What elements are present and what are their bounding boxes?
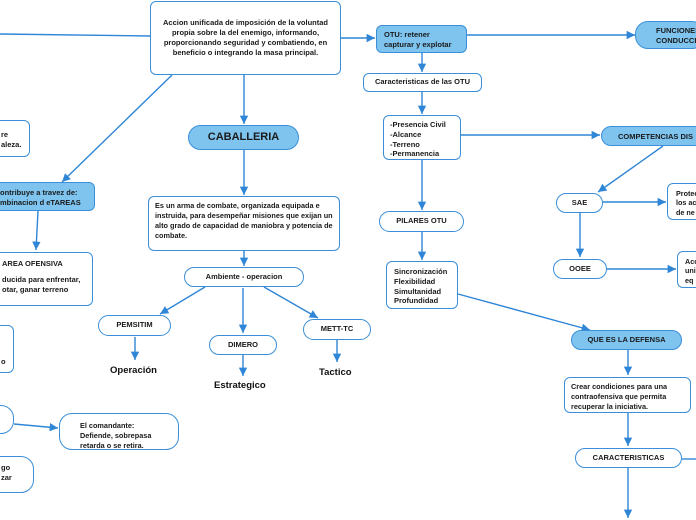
node-crear[interactable]: Crear condiciones para una contraofensiv… <box>564 377 691 413</box>
label-tactico: Tactico <box>319 367 352 378</box>
tarea-title: AREA OFENSIVA <box>2 259 63 268</box>
node-mett[interactable]: METT-TC <box>303 319 371 340</box>
tarea-description: ducida para enfrentar, otar, ganar terre… <box>2 275 81 295</box>
node-left-mid[interactable]: o <box>0 325 14 373</box>
label-estrategico: Estrategico <box>214 380 266 391</box>
node-presencia[interactable]: -Presencia Civil -Alcance -Terreno -Perm… <box>383 115 461 160</box>
node-funciones[interactable]: FUNCIONES CONDUCCI <box>635 21 696 49</box>
edge-left-root <box>0 33 151 37</box>
edge-ambiente-mett <box>263 286 319 319</box>
node-ooee[interactable]: OOEE <box>553 259 607 279</box>
node-left-low[interactable]: go zar <box>0 456 34 493</box>
node-ambiente[interactable]: Ambiente - operacion <box>184 267 304 287</box>
node-defensa[interactable]: QUE ES LA DEFENSA <box>571 330 682 350</box>
node-competencias[interactable]: COMPETENCIAS DIS <box>601 126 696 146</box>
node-contribuye[interactable]: ontribuye a travez de: mbinacion d eTARE… <box>0 182 95 211</box>
node-acc[interactable]: Acc uni eq <box>677 251 696 288</box>
label-operacion: Operación <box>110 365 157 376</box>
node-left-top[interactable]: re aleza. <box>0 120 30 157</box>
edge-competencias-sae <box>597 145 664 193</box>
node-pemsitim[interactable]: PEMSITIM <box>98 315 171 336</box>
node-caballeria[interactable]: CABALLERIA <box>188 125 299 150</box>
node-definicion[interactable]: Es un arma de combate, organizada equipa… <box>148 196 340 251</box>
node-sae[interactable]: SAE <box>556 193 603 213</box>
edge-left-comandante <box>13 423 59 432</box>
node-carac-otu[interactable]: Caracteristicas de las OTU <box>363 73 482 92</box>
edge-sincronizacion-defensa <box>457 293 591 332</box>
edge-contribuye-tarea <box>32 210 41 251</box>
node-root[interactable]: Accion unificada de imposición de la vol… <box>150 1 341 75</box>
node-otu[interactable]: OTU: retener capturar y explotar <box>376 25 467 53</box>
node-protec[interactable]: Protec los ac de ne <box>667 183 696 220</box>
edge-root-contribuye <box>61 74 173 183</box>
node-comandante[interactable]: El comandante: Defiende, sobrepasa retar… <box>59 413 179 450</box>
node-sincronizacion[interactable]: Sincronización Flexibilidad Simultanidad… <box>386 261 458 309</box>
node-pilares[interactable]: PILARES OTU <box>379 211 464 232</box>
node-caracteristicas[interactable]: CARACTERISTICAS <box>575 448 682 468</box>
node-tarea[interactable]: AREA OFENSIVA ducida para enfrentar, ota… <box>0 252 93 306</box>
edge-ambiente-pemsitim <box>159 286 206 315</box>
node-dimero[interactable]: DIMERO <box>209 335 277 355</box>
